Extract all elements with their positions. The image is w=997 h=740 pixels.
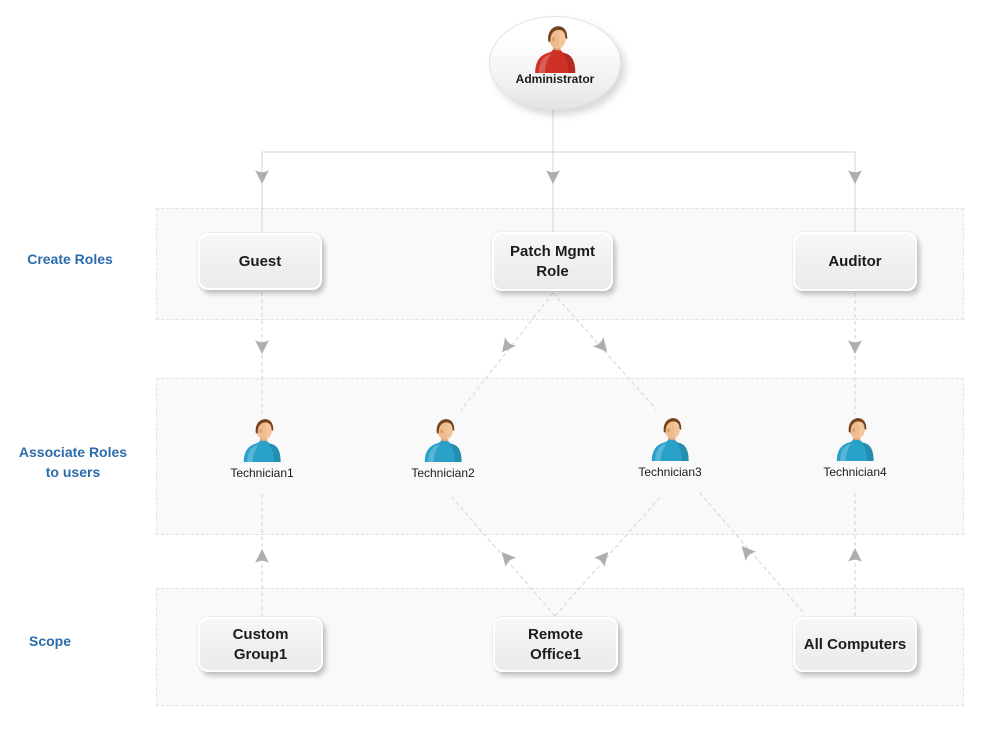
technician4-node: Technician4: [795, 416, 915, 479]
role-node-auditor: Auditor: [793, 232, 917, 291]
technician3-label: Technician3: [638, 465, 702, 479]
arrowhead-icon: [848, 340, 862, 354]
associate-roles-label-line1: Associate Roles: [18, 444, 128, 460]
role-node-patch-mgmt-role-label: Patch Mgmt Role: [509, 243, 595, 280]
technician-avatar-icon: [424, 419, 462, 463]
edge-patch-mgmt-role-technician2: [460, 292, 554, 411]
edge-remote-office1-technician3: [554, 495, 662, 617]
administrator-avatar-icon: [535, 26, 576, 73]
create-roles-label-text: Create Roles: [27, 251, 113, 267]
associate-roles-label: Associate Roles to users: [0, 442, 146, 482]
role-node-guest-label: Guest: [238, 252, 282, 270]
arrowhead-icon: [546, 170, 560, 184]
arrowhead-icon: [741, 545, 757, 562]
edge-patch-mgmt-role-technician3: [552, 292, 657, 410]
scope-node-all-computers: All Computers: [793, 617, 917, 672]
administrator-node: Administrator: [489, 16, 621, 110]
associate-roles-label-line2: to users: [45, 464, 101, 480]
scope-node-all-computers-label: All Computers: [803, 635, 907, 653]
technician1-label: Technician1: [230, 466, 294, 480]
arrowhead-icon: [501, 551, 517, 568]
arrowhead-icon: [255, 170, 269, 184]
scope-node-custom-group1: Custom Group1: [198, 617, 323, 672]
arrowhead-icon: [848, 170, 862, 184]
associate-roles-section: [156, 378, 964, 535]
scope-node-remote-office1-label: Remote Office1: [527, 626, 583, 663]
arrowhead-icon: [255, 549, 269, 563]
scope-node-custom-group1-label: Custom Group1: [232, 626, 289, 663]
scope-label: Scope: [0, 631, 100, 651]
scope-label-text: Scope: [28, 633, 71, 649]
technician4-label: Technician4: [823, 465, 887, 479]
administrator-node-label: Administrator: [515, 72, 595, 86]
technician1-node: Technician1: [202, 417, 322, 480]
technician3-node: Technician3: [610, 416, 730, 479]
technician-avatar-icon: [651, 418, 689, 462]
technician-avatar-icon: [243, 419, 281, 463]
role-node-auditor-label: Auditor: [828, 252, 882, 270]
arrowhead-icon: [593, 551, 609, 568]
arrowhead-icon: [592, 336, 608, 353]
arrowhead-icon: [255, 340, 269, 354]
role-node-guest: Guest: [198, 233, 322, 290]
scope-node-remote-office1: Remote Office1: [493, 617, 618, 672]
arrowhead-icon: [848, 548, 862, 562]
technician-avatar-icon: [836, 418, 874, 462]
technician2-node: Technician2: [383, 417, 503, 480]
role-node-patch-mgmt-role: Patch Mgmt Role: [492, 232, 613, 291]
technician2-label: Technician2: [411, 466, 475, 480]
create-roles-label: Create Roles: [0, 249, 140, 269]
arrowhead-icon: [502, 336, 517, 353]
